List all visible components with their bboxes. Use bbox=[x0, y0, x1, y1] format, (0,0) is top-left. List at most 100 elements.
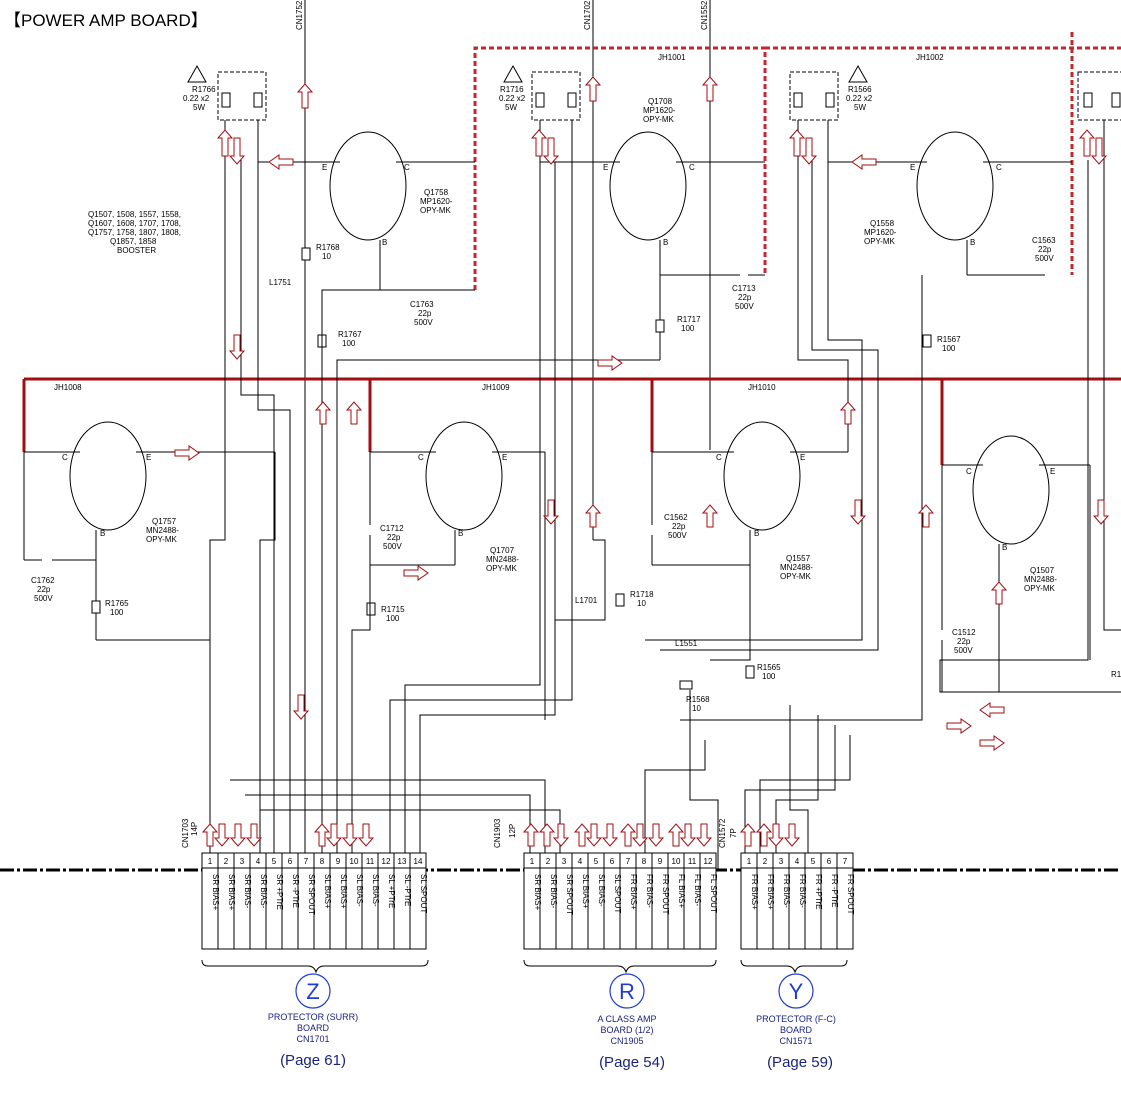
component-labels: R1768 10 L1751 R1767 100 R1717 100 R1567… bbox=[105, 243, 1121, 713]
svg-text:R1567: R1567 bbox=[937, 335, 961, 344]
top-connector-lines bbox=[304, 0, 711, 870]
pin-number: 9 bbox=[658, 857, 663, 866]
svg-text:C1762: C1762 bbox=[31, 576, 55, 585]
pin-signal: FR SPOUT bbox=[661, 874, 670, 915]
q1557-ref: Q1557 bbox=[786, 554, 811, 563]
svg-text:R1566: R1566 bbox=[848, 85, 872, 94]
pin-number: 4 bbox=[578, 857, 583, 866]
svg-text:R1717: R1717 bbox=[677, 315, 701, 324]
pin-number: 3 bbox=[779, 857, 784, 866]
svg-text:10: 10 bbox=[637, 599, 646, 608]
pin-signal: SR BIAS+ bbox=[211, 874, 220, 911]
pin-signal: SR +PTrE bbox=[275, 874, 284, 910]
pin-signal: FR -PTrE bbox=[830, 874, 839, 907]
pin-signal: FR BIAS- bbox=[645, 874, 654, 908]
svg-text:Q1857, 1858: Q1857, 1858 bbox=[110, 237, 157, 246]
pin-signal: FR BIAS+ bbox=[629, 874, 638, 910]
pin-number: 10 bbox=[672, 857, 681, 866]
svg-text:100: 100 bbox=[342, 339, 356, 348]
svg-text:500V: 500V bbox=[668, 531, 687, 540]
board-ref-y[interactable]: Y PROTECTOR (F-C) BOARD CN1571 (Page 59) bbox=[756, 973, 836, 1071]
svg-text:MP1620-: MP1620- bbox=[864, 228, 897, 237]
pin-number: 11 bbox=[688, 857, 697, 866]
board-ref-z[interactable]: Z PROTECTOR (SURR) BOARD CN1701 (Page 61… bbox=[268, 973, 358, 1069]
svg-text:E: E bbox=[146, 453, 151, 462]
svg-text:22p: 22p bbox=[387, 533, 401, 542]
svg-text:C: C bbox=[689, 163, 695, 172]
pin-signal: SR BIAS- bbox=[259, 874, 268, 909]
svg-text:22p: 22p bbox=[37, 585, 51, 594]
jumper-jh1009: JH1009 bbox=[482, 383, 510, 392]
svg-text:500V: 500V bbox=[34, 594, 53, 603]
resistor-r1716: R1716 0.22 x2 5W bbox=[499, 64, 581, 121]
svg-text:C: C bbox=[62, 453, 68, 462]
connector-braces bbox=[201, 959, 848, 974]
pin-signal: SL +PTrE bbox=[387, 874, 396, 908]
pin-signal: SL SPOUT bbox=[613, 874, 622, 913]
svg-text:5W: 5W bbox=[193, 103, 205, 112]
svg-text:CN1905: CN1905 bbox=[610, 1036, 643, 1046]
pin-number: 1 bbox=[530, 857, 535, 866]
jumper-jh1002: JH1002 bbox=[916, 53, 944, 62]
svg-text:BOOSTER: BOOSTER bbox=[117, 246, 156, 255]
pin-number: 8 bbox=[320, 857, 325, 866]
svg-text:B: B bbox=[382, 238, 387, 247]
svg-text:R1: R1 bbox=[1111, 670, 1121, 679]
svg-text:CN1703: CN1703 bbox=[181, 818, 190, 848]
capacitor-labels: C1763 22p 500V C1713 22p 500V C1563 22p … bbox=[31, 236, 1056, 655]
svg-text:0.22 x2: 0.22 x2 bbox=[183, 94, 210, 103]
pin-number: 9 bbox=[336, 857, 341, 866]
warning-icon bbox=[187, 64, 207, 83]
svg-text:MP1620-: MP1620- bbox=[643, 106, 676, 115]
svg-text:L1551: L1551 bbox=[675, 639, 698, 648]
svg-text:500V: 500V bbox=[735, 302, 754, 311]
pin-number: 4 bbox=[795, 857, 800, 866]
svg-text:C1563: C1563 bbox=[1032, 236, 1056, 245]
board-z-page-link: (Page 61) bbox=[280, 1052, 346, 1069]
svg-text:R1715: R1715 bbox=[381, 605, 405, 614]
svg-text:CN1903: CN1903 bbox=[493, 818, 502, 848]
svg-text:C: C bbox=[996, 163, 1002, 172]
connector-arrows bbox=[201, 823, 801, 847]
svg-text:14P: 14P bbox=[190, 822, 199, 836]
svg-text:500V: 500V bbox=[414, 318, 433, 327]
svg-text:500V: 500V bbox=[954, 646, 973, 655]
svg-text:12P: 12P bbox=[508, 824, 517, 838]
svg-text:22p: 22p bbox=[738, 293, 752, 302]
svg-text:OPY-MK: OPY-MK bbox=[420, 206, 451, 215]
svg-text:B: B bbox=[754, 529, 759, 538]
svg-text:5W: 5W bbox=[505, 103, 517, 112]
board-ref-r[interactable]: R A CLASS AMP BOARD (1/2) CN1905 (Page 5… bbox=[597, 973, 665, 1071]
pin-signal: SR BIAS- bbox=[243, 874, 252, 909]
svg-text:Y: Y bbox=[789, 979, 804, 1004]
svg-text:22p: 22p bbox=[418, 309, 432, 318]
svg-text:R1718: R1718 bbox=[630, 590, 654, 599]
svg-text:7P: 7P bbox=[729, 828, 738, 838]
svg-text:C: C bbox=[966, 467, 972, 476]
svg-text:100: 100 bbox=[942, 344, 956, 353]
svg-text:OPY-MK: OPY-MK bbox=[780, 572, 811, 581]
svg-text:10: 10 bbox=[692, 704, 701, 713]
resistor-r1766: R1766 0.22 x2 5W bbox=[183, 64, 267, 121]
pin-signal: FR SPOUT bbox=[846, 874, 855, 915]
svg-text:B: B bbox=[970, 238, 975, 247]
svg-text:B: B bbox=[663, 238, 668, 247]
svg-text:10: 10 bbox=[322, 252, 331, 261]
pin-number: 6 bbox=[288, 857, 293, 866]
top-label-cn1552: CN1552 bbox=[700, 0, 709, 30]
pin-number: 6 bbox=[827, 857, 832, 866]
jumper-jh1010: JH1010 bbox=[748, 383, 776, 392]
pin-signal: SR BIAS+ bbox=[533, 874, 542, 911]
svg-text:22p: 22p bbox=[957, 637, 971, 646]
svg-text:C1763: C1763 bbox=[410, 300, 434, 309]
svg-text:OPY-MK: OPY-MK bbox=[1024, 584, 1055, 593]
warning-icon bbox=[503, 64, 523, 83]
svg-text:C: C bbox=[716, 453, 722, 462]
jumper-jh1008: JH1008 bbox=[54, 383, 82, 392]
pin-signal: SL SPOUT bbox=[419, 874, 428, 913]
pin-number: 12 bbox=[704, 857, 713, 866]
connector-cn1572: 1FR BIAS+2FR BIAS+3FR BIAS-4FR BIAS-5FR … bbox=[740, 852, 855, 950]
board-r-circle bbox=[609, 973, 645, 1009]
pin-signal: SL BIAS+ bbox=[581, 874, 590, 909]
